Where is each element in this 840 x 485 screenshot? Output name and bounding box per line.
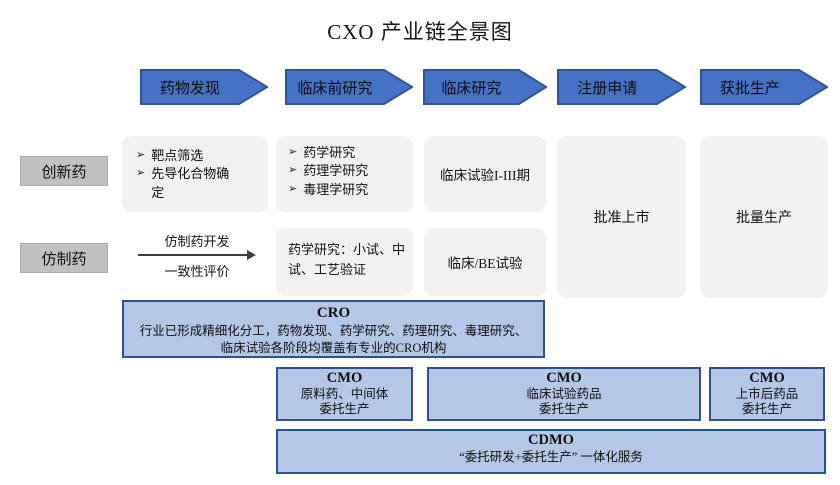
- cmo-title: CMO: [326, 370, 363, 386]
- cmo-title: CMO: [546, 370, 582, 386]
- box-target-discovery: ➢靶点筛选 ➢先导化合物确定: [122, 136, 268, 212]
- box-pharmaceutical-research: 药学研究：小试、中试、工艺验证: [276, 228, 413, 296]
- right-arrow-icon: [285, 69, 413, 105]
- bullet-arrow-icon: ➢: [136, 167, 146, 180]
- box-text: 批准上市: [593, 211, 650, 226]
- generic-drug-development-arrow: 仿制药开发 一致性评价: [138, 231, 256, 280]
- box-mass-production: 批量生产: [700, 136, 828, 298]
- diagram-title: CXO 产业链全景图: [327, 20, 513, 44]
- list-item: ➢靶点筛选: [136, 147, 262, 165]
- box-clinical-be-trial: 临床/BE试验: [424, 228, 546, 296]
- stage-label: 临床前研究: [297, 80, 373, 97]
- preclinical-list: ➢药学研究 ➢药理学研究 ➢毒理学研究: [288, 144, 407, 199]
- stage-arrow-preclinical: 临床前研究: [285, 69, 413, 105]
- cmo-line: 委托生产: [319, 402, 370, 417]
- bullet-arrow-icon: ➢: [136, 149, 146, 161]
- cdmo-bar: CDMO “委托研发+委托生产” 一体化服务: [276, 429, 826, 474]
- cmo-box-post-market-drugs: CMO 上市后药品 委托生产: [709, 367, 825, 421]
- right-arrow-icon: [557, 69, 686, 105]
- list-item: ➢毒理学研究: [288, 181, 407, 199]
- stage-arrow-drug-discovery: 药物发现: [140, 69, 268, 105]
- cro-bar: CRO 行业已形成精细化分工，药物发现、药学研究、药理研究、毒理研究、临床试验各…: [122, 300, 545, 358]
- cmo-line: 原料药、中间体: [300, 386, 389, 401]
- cmo-box-clinical-trial-drugs: CMO 临床试验药品 委托生产: [427, 367, 701, 421]
- discovery-list: ➢靶点筛选 ➢先导化合物确定: [136, 147, 262, 202]
- cdmo-description: “委托研发+委托生产” 一体化服务: [459, 450, 643, 465]
- right-arrow-icon: [423, 69, 547, 105]
- list-item: ➢先导化合物确定: [136, 165, 262, 202]
- cmo-title: CMO: [749, 370, 785, 386]
- row-label-innovative-drug: 创新药: [20, 156, 108, 186]
- box-preclinical-research: ➢药学研究 ➢药理学研究 ➢毒理学研究: [276, 136, 413, 212]
- stage-label: 注册申请: [577, 80, 638, 97]
- stage-arrow-clinical: 临床研究: [423, 69, 547, 105]
- stage-label: 临床研究: [441, 80, 502, 97]
- stage-label: 药物发现: [159, 80, 220, 97]
- box-market-approval: 批准上市: [557, 136, 686, 298]
- bullet-arrow-icon: ➢: [288, 164, 298, 177]
- cro-title: CRO: [316, 305, 351, 321]
- box-text: 临床/BE试验: [447, 256, 523, 271]
- arrow-bottom-label: 一致性评价: [164, 264, 230, 279]
- right-arrow-icon: [700, 69, 828, 105]
- bullet-arrow-icon: ➢: [288, 146, 298, 158]
- list-item: ➢药理学研究: [288, 162, 407, 180]
- cmo-line: 上市后药品: [735, 386, 799, 401]
- cmo-line: 委托生产: [538, 402, 589, 417]
- cmo-box-api-intermediates: CMO 原料药、中间体 委托生产: [276, 367, 413, 421]
- right-arrow-icon: [140, 69, 268, 105]
- cmo-line: 临床试验药品: [526, 386, 602, 401]
- development-arrow-icon: [138, 250, 256, 260]
- cdmo-title: CDMO: [528, 432, 574, 448]
- arrow-top-label: 仿制药开发: [164, 234, 230, 249]
- cmo-line: 委托生产: [741, 402, 792, 417]
- row-label-generic-drug: 仿制药: [20, 243, 108, 273]
- box-text: 批量生产: [736, 211, 792, 226]
- bullet-arrow-icon: ➢: [288, 182, 298, 195]
- list-item: ➢药学研究: [288, 144, 407, 162]
- box-clinical-trial: 临床试验I-III期: [424, 136, 546, 212]
- stage-label: 获批生产: [719, 80, 780, 97]
- stage-arrow-approved-production: 获批生产: [700, 69, 828, 105]
- stage-arrow-registration: 注册申请: [557, 69, 686, 105]
- cro-description: 行业已形成精细化分工，药物发现、药学研究、药理研究、毒理研究、临床试验各阶段均覆…: [139, 323, 528, 355]
- box-text: 临床试验I-III期: [440, 168, 530, 183]
